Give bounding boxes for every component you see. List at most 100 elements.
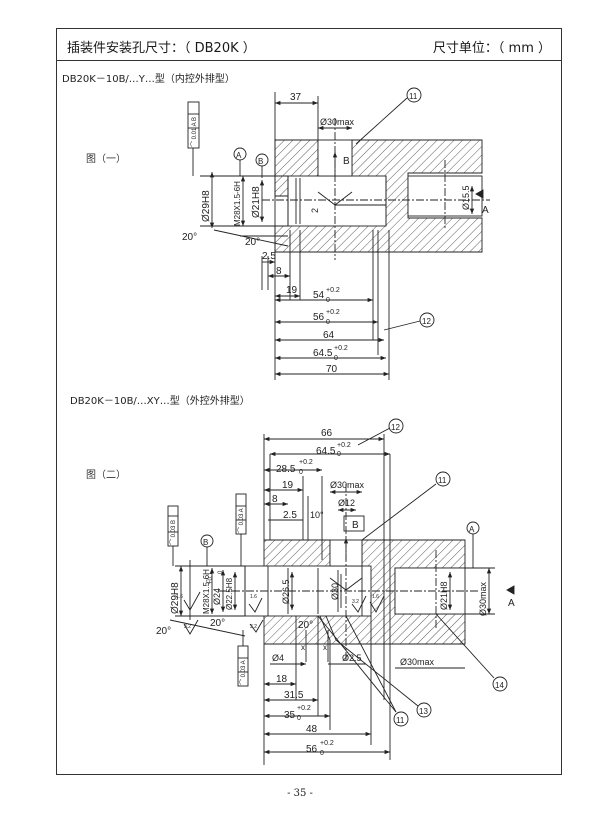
fig1-dim-37: 37 (290, 92, 302, 103)
fig2-thread: M28X1.5-6H (202, 569, 211, 614)
fig1-dim-56-tol: +0.2 (326, 309, 340, 316)
fig2-dim-56-zero: 0 (320, 750, 324, 757)
fig1-dim-64-5: 64.5 (313, 348, 333, 359)
fig2-dim-d12: Ø12 (338, 498, 355, 508)
fig2-dim-64-5-zero: 0 (337, 451, 341, 458)
fig2-dim-d24-zero: 0 (218, 570, 224, 574)
fig1-callout-11: 11 (409, 92, 418, 101)
fig2-dim-d21h8: Ø21H8 (439, 581, 449, 610)
fig2-dim-d30max-right: Ø30max (478, 581, 488, 616)
fig2-section-x-right: x (323, 643, 327, 652)
section1-figure-label: 图（一） (86, 154, 126, 165)
fig1-dim-64-5-zero: 0 (334, 355, 338, 362)
fig1-dim-d21h8: Ø21H8 (251, 186, 262, 218)
fig1-angle-20-left: 20° (182, 232, 197, 243)
fig2-angle-20-left: 20° (156, 626, 171, 637)
fig1-thread: M28X1.5-6H (233, 181, 242, 226)
fig2-roughness-3-2-c: 3.2 (250, 624, 257, 630)
fig2-dim-d29h8: Ø29H8 (170, 582, 181, 614)
fig2-dim-35-zero: 0 (297, 715, 301, 722)
fig1-dim-2: 2 (310, 208, 320, 213)
figure-1: B A 37 Ø30max 11 ⌒ 0.01 A B A B (182, 87, 490, 380)
fig1-dim-70: 70 (326, 364, 338, 375)
fig2-dim-d24-tol: +0.1 (208, 571, 214, 584)
fig2-dim-18: 18 (276, 674, 288, 685)
fig2-roughness-1-6-a: 1.6 (176, 594, 183, 600)
fig2-tolerance-frame-a-top: ⌒ 0.03 A (238, 508, 245, 533)
fig1-dim-d30max: Ø30max (320, 117, 355, 127)
fig2-dim-28-5-tol: +0.2 (299, 459, 313, 466)
fig1-dim-8: 8 (276, 266, 282, 277)
section2-caption: DB20K－10B/…XY…型（外控外排型） (70, 396, 250, 407)
fig2-dim-28-5-zero: 0 (299, 469, 303, 476)
fig2-arrow-b: B (352, 520, 359, 531)
fig1-dim-56-zero: 0 (326, 319, 330, 326)
fig1-dim-d29h8: Ø29H8 (201, 190, 212, 222)
figure-2: B A 66 64.5 +0.2 0 12 28.5 +0.2 0 19 (156, 418, 515, 765)
fig1-arrow-b: B (343, 156, 350, 167)
fig2-dim-35-tol: +0.2 (297, 705, 311, 712)
unit-label: 尺寸单位：（ mm ） (432, 41, 551, 56)
fig2-tolerance-frame-b: ⌒ 0.03 B (170, 520, 177, 545)
fig2-dim-d22-5h8: Ø22.5H8 (225, 577, 234, 610)
fig1-body-section (262, 118, 490, 260)
fig2-angle-20-mid: 20° (210, 618, 225, 629)
fig2-callout-14: 14 (495, 681, 504, 690)
fig2-tolerance-frame-a-bottom: ⌒ 0.03 A (240, 660, 247, 685)
fig2-dim-d4: Ø4 (272, 653, 284, 663)
fig2-dim-66: 66 (321, 428, 333, 439)
page-number: - 35 - (287, 788, 313, 799)
fig1-dim-2-5: 2.5 (262, 251, 276, 262)
fig1-dim-19: 19 (286, 285, 298, 296)
fig1-arrow-a: A (482, 205, 489, 216)
fig2-dim-8: 8 (272, 494, 278, 505)
fig2-dim-56: 56 (306, 744, 318, 755)
fig1-callout-12: 12 (422, 317, 431, 326)
fig1-dim-56: 56 (313, 312, 325, 323)
fig2-datum-a: A (469, 525, 475, 534)
fig2-dim-35: 35 (284, 710, 296, 721)
fig1-datum-a: A (236, 151, 242, 160)
fig2-callout-12: 12 (391, 423, 400, 432)
fig2-dim-56-tol: +0.2 (320, 740, 334, 747)
fig2-dim-d26-5: Ø26.5 (281, 579, 291, 604)
fig2-dim-d30max-top: Ø30max (330, 480, 365, 490)
fig2-dim-31-5: 31.5 (284, 690, 304, 701)
fig2-dim-2-5: 2.5 (283, 510, 297, 521)
page-frame: 插装件安装孔尺寸：（ DB20K ） 尺寸单位：（ mm ） (56, 28, 562, 775)
fig2-dim-d30max-bottom: Ø30max (400, 657, 435, 667)
fig2-dim-64-5-tol: +0.2 (337, 442, 351, 449)
fig2-roughness-3-2-b: 3.2 (184, 624, 191, 630)
fig2-dim-19: 19 (282, 480, 294, 491)
fig2-roughness-3-2-a: 3.2 (352, 599, 359, 605)
fig2-arrow-a: A (508, 598, 515, 609)
fig2-dim-d30: Ø30 (330, 583, 340, 600)
fig2-dim-48: 48 (306, 724, 318, 735)
fig2-roughness-1-6-b: 1.6 (250, 594, 257, 600)
fig1-datum-b: B (258, 157, 263, 166)
fig2-datum-b: B (203, 538, 208, 547)
fig2-roughness-1-6-c: 1.6 (372, 594, 379, 600)
fig2-dim-64-5: 64.5 (316, 446, 336, 457)
fig1-tolerance-frame: ⌒ 0.01 A B (191, 117, 198, 147)
fig1-dim-64-5-tol: +0.2 (334, 345, 348, 352)
fig2-callout-13: 13 (419, 707, 428, 716)
fig1-dim-54-zero: 0 (326, 297, 330, 304)
fig2-callout-11-bottom: 11 (396, 716, 405, 725)
fig1-angle-20-center: 20° (245, 237, 260, 248)
fig1-dim-54-tol: +0.2 (326, 287, 340, 294)
section1-caption: DB20K－10B/…Y…型（内控外排型） (62, 74, 235, 85)
fig1-dim-d15-5: Ø15.5 (461, 185, 471, 210)
fig1-dim-54: 54 (313, 290, 325, 301)
fig2-dim-d24: Ø24 (212, 588, 222, 605)
section2-figure-label: 图（二） (86, 470, 126, 481)
fig2-dim-28-5: 28.5 (276, 464, 296, 475)
fig2-section-x-left: x (301, 643, 305, 652)
header-bar: 插装件安装孔尺寸：（ DB20K ） 尺寸单位：（ mm ） (57, 29, 561, 61)
fig1-dim-64: 64 (323, 330, 335, 341)
fig2-angle-10: 10° (310, 510, 324, 520)
fig2-angle-20-right: 20° (298, 620, 313, 631)
header-title: 插装件安装孔尺寸：（ DB20K ） (67, 41, 256, 56)
fig2-callout-11-top: 11 (438, 476, 447, 485)
